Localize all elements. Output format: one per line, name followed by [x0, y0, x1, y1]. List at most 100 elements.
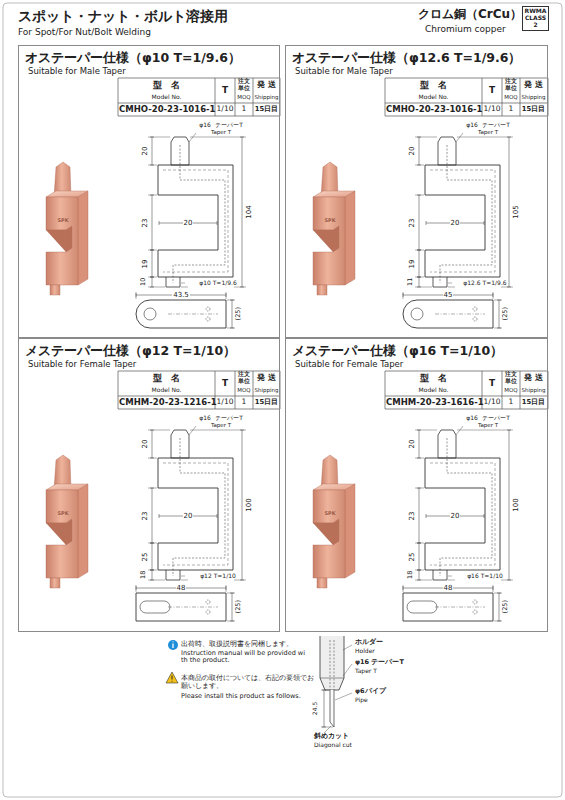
drawing-line: [385, 116, 548, 117]
drawing-line: [118, 409, 280, 410]
callout-label: φ16 テーパーT: [355, 659, 404, 666]
drawing-line: [417, 250, 421, 251]
part-photo: [78, 191, 88, 285]
dimension-label: φ12.6 T=1/9.6: [462, 280, 507, 287]
drawing-line: [417, 543, 421, 544]
dimension-label: テーパーT: [481, 122, 511, 129]
drawing-line: [385, 78, 386, 116]
drawing-line: [419, 570, 420, 580]
part-photo: [313, 197, 345, 285]
drawing-line: [415, 137, 437, 138]
dimension-label: 20: [141, 146, 149, 157]
drawing-line: [118, 78, 119, 116]
drawing-line: [190, 137, 246, 138]
drawing-line: [148, 570, 157, 571]
table-header: 型 名: [119, 80, 214, 90]
drawing-line: [150, 488, 154, 489]
dimension-label: 10: [140, 277, 147, 287]
drawing-line: [385, 371, 386, 409]
drawing-line: [415, 277, 424, 278]
table-header: T: [216, 378, 234, 388]
drawing-line: [482, 371, 483, 409]
part-photo: [46, 490, 78, 578]
drawing-line: [482, 78, 483, 116]
drawing-line: [501, 580, 513, 581]
drawing-line: [417, 165, 421, 166]
dimension-label: 18: [140, 570, 147, 580]
dimension-label: φ10 T=1/9.6: [198, 280, 238, 287]
drawing-line: [403, 293, 404, 297]
drawing-line: [419, 195, 420, 250]
pipe-hidden: [330, 640, 334, 690]
table-header: T: [483, 378, 501, 388]
dimension-label: 23: [408, 218, 416, 229]
material-name: Chromium copper: [425, 24, 506, 34]
dimension-label: φ16: [198, 122, 212, 129]
drawing-line: [493, 586, 494, 590]
table-header: 発 送: [521, 373, 547, 382]
drawing-line: [497, 593, 501, 594]
panel-subheading: Suitable for Male Taper: [295, 66, 547, 76]
drawing-line: [118, 396, 280, 397]
drawing-line: [419, 488, 420, 543]
dimension-label: Taper T: [477, 129, 499, 135]
drawing-line: [190, 430, 246, 431]
drawing-line: [234, 580, 246, 581]
dimension-label: φ16: [465, 122, 479, 129]
drawing-line: [322, 690, 326, 691]
drawing-line: [457, 430, 513, 431]
dimension-label: テーパーT: [481, 415, 511, 422]
drawing-line: [507, 137, 511, 138]
dimension-label: 20: [408, 439, 416, 450]
table-header: 型 名: [386, 373, 481, 383]
drawing-line: [227, 593, 235, 594]
drawing-line: [415, 488, 424, 489]
drawing-line: [343, 664, 352, 676]
drawing-line: [426, 514, 427, 518]
dimension-label: 100: [245, 497, 253, 512]
table-header: Shipping: [254, 387, 280, 393]
drawing-line: [181, 580, 188, 581]
drawing-line: [242, 137, 243, 287]
drawing-line: [497, 328, 501, 329]
dimension-label: (25): [235, 306, 242, 321]
dimension-label: 104: [245, 204, 253, 219]
table-cell: 1/10: [215, 105, 235, 114]
table-header: MOQ: [502, 387, 520, 393]
table-cell: 1: [235, 398, 253, 407]
drawing-line: [172, 644, 173, 649]
dimension-label: 19: [141, 259, 149, 270]
callout-label: Pipe: [355, 697, 368, 704]
drawing-line: [227, 328, 235, 329]
dimension-label: 48: [443, 584, 454, 592]
callout-label: Taper T: [355, 668, 377, 675]
part-photo: [313, 519, 339, 545]
drawing-line: [148, 287, 165, 288]
table-cell: 1: [235, 105, 253, 114]
table-header: Shipping: [254, 94, 280, 100]
drawing-line: [417, 570, 421, 571]
dimension-label: 48: [176, 584, 187, 592]
panel-heading: オステーパー仕様（φ10 T=1/9.6）: [25, 50, 279, 65]
drawing-line: [150, 570, 154, 571]
drawing-line: [181, 287, 188, 288]
drawing-line: [321, 690, 329, 691]
drawing-line: [502, 371, 503, 409]
drawing-line: [385, 371, 548, 372]
drawing-line: [172, 680, 173, 682]
drawing-line: [499, 300, 500, 328]
drawing-line: [494, 328, 502, 329]
drawing-line: [494, 300, 502, 301]
drawing-line: [497, 621, 501, 622]
drawing-line: [448, 287, 455, 288]
dimension-label: φ16 T=1/10: [466, 573, 504, 580]
model-number: CMHM-20-23-1216-1: [119, 398, 214, 408]
drawing-line: [118, 103, 280, 104]
drawing-line: [403, 586, 404, 590]
drawing-line: [415, 543, 424, 544]
table-header: 発 送: [254, 80, 280, 89]
hidden-hole: [206, 610, 210, 614]
dimension-label: 23: [408, 511, 416, 522]
drawing-line: [189, 133, 196, 142]
dimension-label: 20: [408, 146, 416, 157]
